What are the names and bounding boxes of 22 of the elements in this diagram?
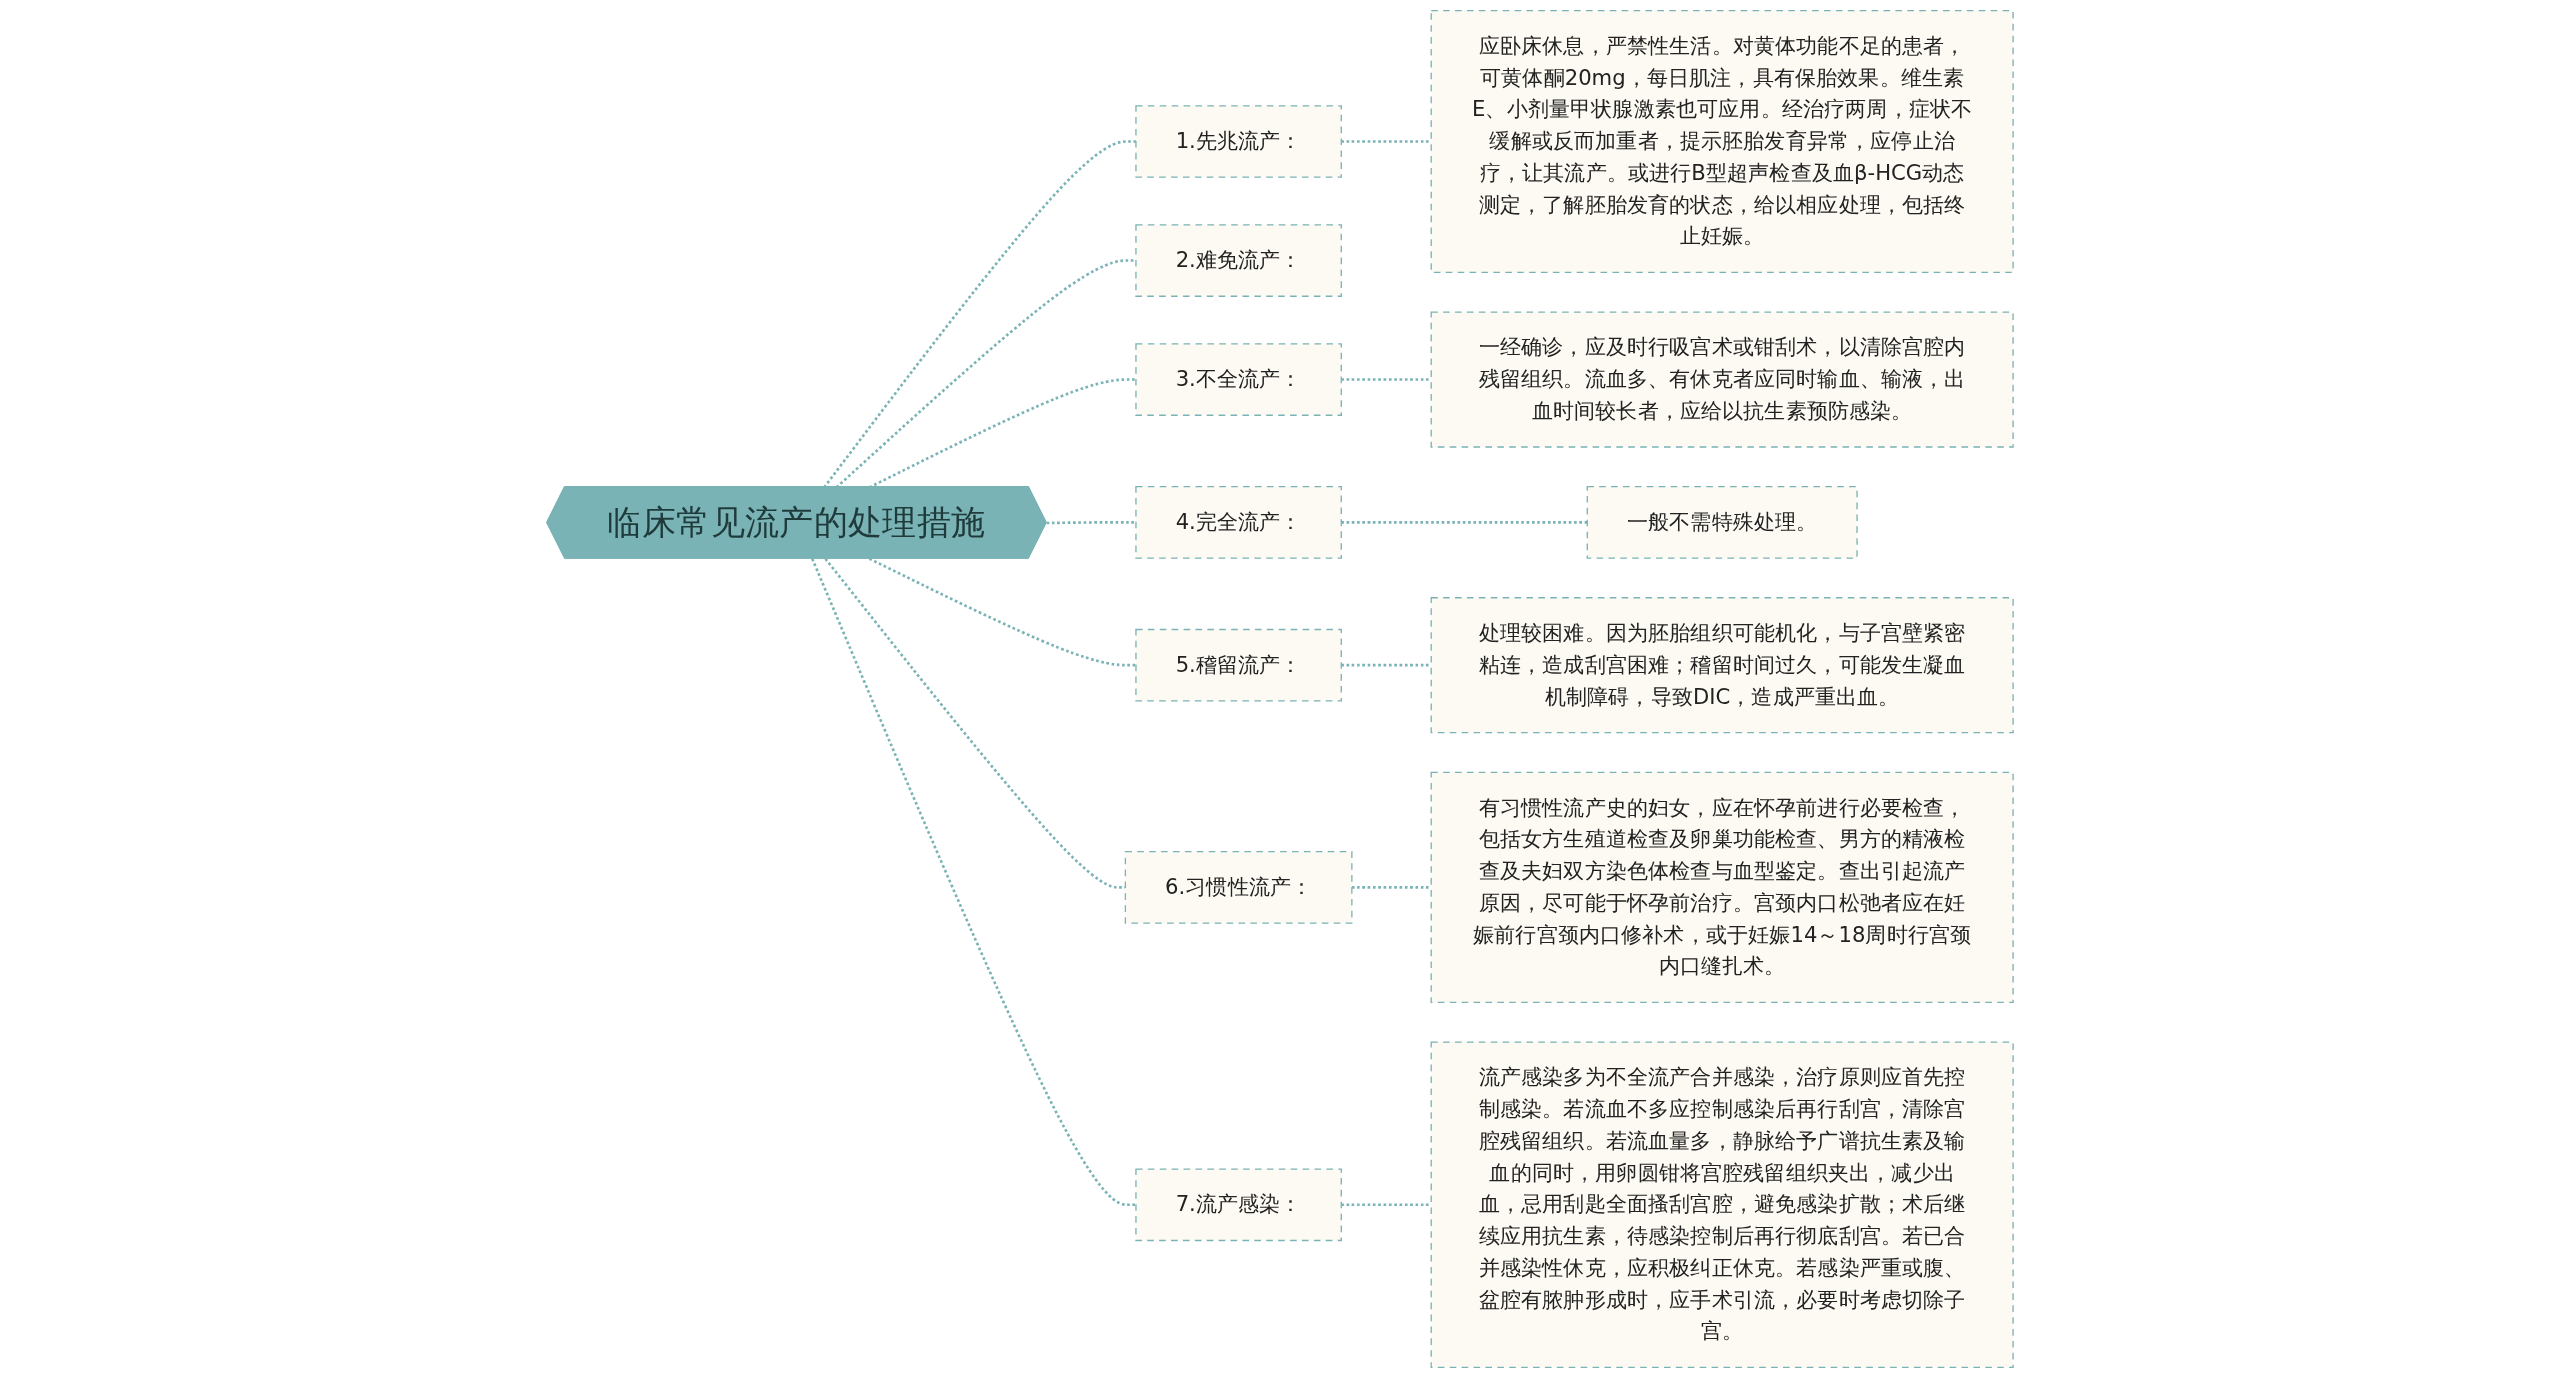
connector	[1341, 378, 1432, 381]
connector	[1046, 521, 1136, 525]
node-box: 2.难免流产：	[1135, 224, 1342, 297]
node-box: 一般不需特殊处理。	[1586, 486, 1858, 559]
connector	[868, 557, 1136, 667]
node-box: 5.稽留流产：	[1135, 628, 1342, 702]
node-box: 3.不全流产：	[1135, 343, 1342, 416]
connector	[1341, 140, 1432, 143]
node-box: 处理较困难。因为胚胎组织可能机化，与子宫壁紧密粘连，造成刮宫困难；稽留时间过久，可能发生凝血机制障碍，导致DIC，造成严重出血。	[1430, 597, 2014, 734]
connector	[1341, 663, 1432, 667]
node-box: 6.习惯性流产：	[1124, 851, 1353, 924]
connector	[1351, 886, 1432, 889]
node-box: 流产感染多为不全流产合并感染，治疗原则应首先控制感染。若流血不多应控制感染后再行刮宫，清除宫腔残留组织。若流血量多，静脉给予广谱抗生素及输血的同时，用卵圆钳将宫腔残留组织夹出，减少出血，忌用刮匙全面搔刮宫腔，避免感染扩散；术后继续应用抗生素，待感染控制后再行彻底刮宫。若已合并感染性休克，应积极纠正休克。若感染严重或腹、盆腔有脓肿形成时，应手术引流，必要时考虑切除子宫。	[1430, 1041, 2014, 1369]
connector	[1341, 521, 1588, 524]
connector	[1341, 1203, 1432, 1207]
node-box: 7.流产感染：	[1135, 1168, 1342, 1242]
node-box: 有习惯性流产史的妇女，应在怀孕前进行必要检查，包括女方生殖道检查及卵巢功能检查、男方的精液检查及夫妇双方染色体检查与血型鉴定。查出引起流产原因，尽可能于怀孕前治疗。宫颈内口松弛者应在妊娠前行宫颈内口修补术，或于妊娠14～18周时行宫颈内口缝扎术。	[1430, 771, 2014, 1004]
node-box: 4.完全流产：	[1135, 486, 1342, 559]
connector	[811, 558, 1136, 1207]
node-box: 应卧床休息，严禁性生活。对黄体功能不足的患者，可黄体酮20mg，每日肌注，具有保胎效果。维生素E、小剂量甲状腺激素也可应用。经治疗两周，症状不缓解或反而加重者，提示胚胎发育异常，应停止治疗，让其流产。或进行B型超声检查及血β-HCG动态测定，了解胚胎发育的状态，给以相应处理，包括终止妊娠。	[1430, 9, 2014, 274]
node-box: 1.先兆流产：	[1135, 105, 1342, 178]
node-box: 一经确诊，应及时行吸宫术或钳刮术，以清除宫腔内残留组织。流血多、有休克者应同时输血、输液，出血时间较长者，应给以抗生素预防感染。	[1430, 311, 2014, 448]
